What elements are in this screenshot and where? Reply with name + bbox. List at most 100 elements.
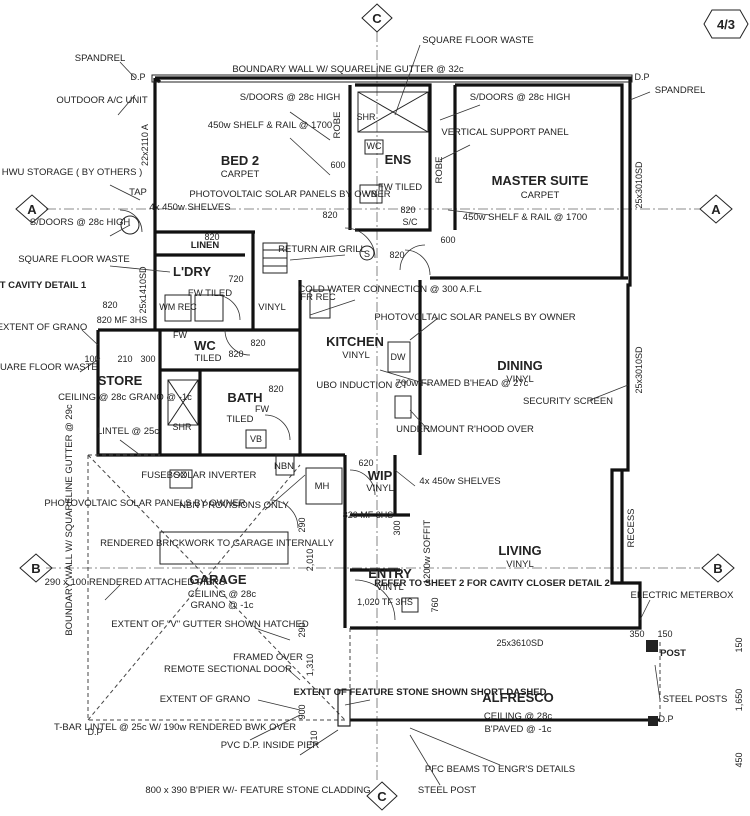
note-sdoors-master: S/DOORS @ 28c HIGH xyxy=(470,92,571,103)
room-garage: GARAGE CEILING @ 28c GRANO @ -1c xyxy=(188,572,256,611)
note-extent-grano-garage: EXTENT OF GRANO xyxy=(160,694,251,705)
grid-marker-a-right: A xyxy=(699,194,733,224)
dim-1020-tf-3hs: 1,020 TF 3HS xyxy=(357,597,413,607)
dim-710: 710 xyxy=(309,730,319,745)
note-pvc-dp: PVC D.P. INSIDE PIER xyxy=(221,740,320,751)
grid-marker-a-left: A xyxy=(15,194,49,224)
dim-300: 300 xyxy=(140,354,155,364)
note-refer-sheet: REFER TO SHEET 2 FOR CAVITY CLOSER DETAI… xyxy=(374,578,610,589)
svg-text:TILED: TILED xyxy=(195,353,222,364)
note-pv-dining: PHOTOVOLTAIC SOLAR PANELS BY OWNER xyxy=(374,312,575,323)
doors xyxy=(119,209,431,621)
dim-210: 210 xyxy=(117,354,132,364)
svg-text:STORE: STORE xyxy=(98,373,143,388)
dim-820-bed2: 820 xyxy=(322,210,337,220)
svg-text:BATH: BATH xyxy=(227,390,262,405)
room-alfresco: ALFRESCO CEILING @ 28c B'PAVED @ -1c xyxy=(482,690,554,735)
dim-820-mf-3hs: 820 MF 3HS xyxy=(343,510,394,520)
dim-820-store: 820 xyxy=(102,300,117,310)
note-vertical-support: VERTICAL SUPPORT PANEL xyxy=(441,127,568,138)
svg-text:CARPET: CARPET xyxy=(521,190,560,201)
note-cold-water: COLD WATER CONNECTION @ 300 A.F.L xyxy=(298,284,481,295)
dim-1310: 1,310 xyxy=(305,654,315,677)
note-undermount: UNDERMOUNT R'HOOD OVER xyxy=(396,424,534,435)
dim-820-linen: 820 xyxy=(204,232,219,242)
dim-600-master: 600 xyxy=(440,235,455,245)
note-shelves-linen: 4x 450w SHELVES xyxy=(149,202,230,213)
svg-text:ENTRY: ENTRY xyxy=(368,566,412,581)
note-spandrel-left: SPANDREL xyxy=(75,53,126,64)
note-spandrel-right: SPANDREL xyxy=(655,85,706,96)
svg-text:VINYL: VINYL xyxy=(342,350,369,361)
dim-820-mf-store: 820 MF 3HS xyxy=(97,315,148,325)
note-dp-bottom-right: D.P xyxy=(658,714,673,724)
svg-text:GARAGE: GARAGE xyxy=(189,572,246,587)
label-s: S xyxy=(364,249,370,259)
note-steel-posts: STEEL POSTS xyxy=(663,694,728,705)
note-solar-inverter: SOLAR INVERTER xyxy=(174,470,257,481)
note-return-air: RETURN AIR GRILL xyxy=(278,244,366,255)
svg-text:CEILING @ 28c: CEILING @ 28c xyxy=(188,589,256,600)
room-dining: DINING VINYL xyxy=(497,358,543,385)
grid-marker-c-bottom: C xyxy=(366,781,398,811)
dim-820-ens: 820 xyxy=(400,205,415,215)
note-tbar-lintel: T-BAR LINTEL @ 25c W/ 190w RENDERED BWK … xyxy=(54,722,296,733)
note-ubo-induction: UBO INDUCTION CT xyxy=(316,380,408,391)
walls xyxy=(96,74,642,630)
room-recess: RECESS xyxy=(626,508,637,547)
label-shr-bath: SHR xyxy=(172,422,192,432)
note-hwu-storage: HWU STORAGE ( BY OTHERS ) xyxy=(2,167,143,178)
dim-2010: 2,010 xyxy=(305,549,315,572)
svg-text:DINING: DINING xyxy=(497,358,543,373)
note-post: POST xyxy=(660,648,686,659)
room-store: STORE CEILING @ 28c GRANO @ -1c xyxy=(58,373,192,403)
note-lintel: LINTEL @ 25c xyxy=(97,426,159,437)
svg-text:LIVING: LIVING xyxy=(498,543,541,558)
note-nbn: NBN xyxy=(274,461,294,472)
note-rendered-brick: RENDERED BRICKWORK TO GARAGE INTERNALLY xyxy=(100,538,335,549)
room-laundry: L'DRY FW TILED xyxy=(173,264,232,299)
room-bed2: BED 2 CARPET xyxy=(221,153,260,180)
dim-1650: 1,650 xyxy=(734,689,744,712)
dim-300-entry: 300 xyxy=(392,520,402,535)
note-feature-stone: EXTENT OF FEATURE STONE SHOWN SHORT DASH… xyxy=(294,687,547,698)
room-entry: ENTRY VINYL xyxy=(368,566,412,593)
grid-marker-b-left: B xyxy=(19,553,53,583)
note-boundary-top: BOUNDARY WALL W/ SQUARELINE GUTTER @ 32c xyxy=(232,64,464,75)
dim-100: 100 xyxy=(84,354,99,364)
svg-text:B'PAVED @ -1c: B'PAVED @ -1c xyxy=(484,724,551,735)
svg-text:C: C xyxy=(372,11,382,26)
note-fridge-rec: FR REC xyxy=(300,292,336,303)
grid-marker-b-right: B xyxy=(701,553,735,583)
svg-text:B: B xyxy=(713,561,722,576)
note-piers: 290 x 100 RENDERED ATTACHED PIERS xyxy=(45,577,226,588)
dim-350: 350 xyxy=(629,629,644,639)
dim-150: 150 xyxy=(657,629,672,639)
room-robe-bed2: ROBE xyxy=(332,112,343,139)
note-outdoor-ac: OUTDOOR A/C UNIT xyxy=(56,95,148,106)
dim-290-top: 290 xyxy=(297,517,307,532)
dim-290-mid: 290 xyxy=(297,622,307,637)
note-v-gutter: EXTENT OF "V" GUTTER SHOWN HATCHED xyxy=(111,619,309,630)
room-wip: WIP VINYL xyxy=(366,468,393,494)
note-pfc-beams: PFC BEAMS TO ENGR'S DETAILS xyxy=(425,764,575,775)
svg-text:CEILING @ 28c GRANO @ -1c: CEILING @ 28c GRANO @ -1c xyxy=(58,392,192,403)
sheet-number: 4/3 xyxy=(703,9,749,39)
note-mh: MH xyxy=(315,481,330,492)
room-ens: ENS xyxy=(385,152,412,167)
dim-820-wc: 820 xyxy=(228,349,243,359)
note-steel-post: STEEL POST xyxy=(418,785,476,796)
note-soffit: 1200w SOFFIT xyxy=(422,520,433,585)
dim-760: 760 xyxy=(430,597,440,612)
svg-text:4/3: 4/3 xyxy=(717,17,735,32)
grid-marker-c-top: C xyxy=(361,3,393,33)
svg-text:KITCHEN: KITCHEN xyxy=(326,334,384,349)
note-shelf-rail-master: 450w SHELF & RAIL @ 1700 xyxy=(463,212,587,223)
dim-820-ldry-wc: 820 xyxy=(250,338,265,348)
svg-text:MASTER SUITE: MASTER SUITE xyxy=(492,173,589,188)
svg-text:L'DRY: L'DRY xyxy=(173,264,211,279)
note-dp-bottom-left: D.P xyxy=(87,727,102,737)
label-fw-tiled-ens: FW TILED xyxy=(378,182,422,193)
dim-600-bed2: 600 xyxy=(330,160,345,170)
dim-720-ldry: 720 xyxy=(228,274,243,284)
